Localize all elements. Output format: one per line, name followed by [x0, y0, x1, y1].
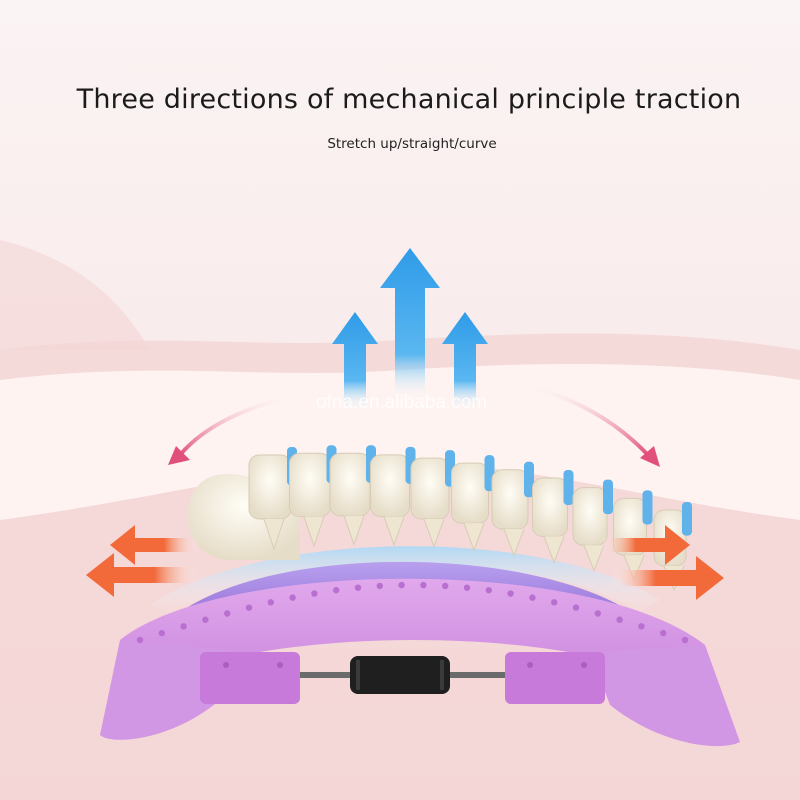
traction-glow	[150, 546, 660, 615]
massage-nub	[180, 623, 187, 630]
massage-nub	[551, 599, 558, 606]
vertebra	[329, 452, 371, 517]
massage-nub	[463, 584, 471, 591]
massage-nub	[594, 610, 601, 617]
back-silhouette-light	[0, 364, 800, 520]
spinal-disc	[642, 490, 653, 525]
vertebra-process	[583, 545, 605, 572]
massage-nub	[616, 616, 623, 623]
massage-nub	[202, 616, 209, 623]
vertebra	[410, 457, 450, 520]
vertebra-process	[503, 528, 525, 557]
vertebra-process	[263, 518, 285, 551]
massage-nub	[158, 629, 165, 637]
spinal-disc	[603, 479, 613, 515]
back-stretcher-device	[100, 561, 740, 747]
vertebra-process	[383, 516, 405, 547]
vertebra	[370, 454, 410, 518]
massage-nub	[289, 594, 296, 601]
page-subtitle: Stretch up/straight/curve	[327, 136, 497, 152]
vertebra	[289, 452, 331, 517]
spinal-disc	[563, 469, 574, 506]
spinal-disc	[682, 502, 692, 536]
vertebra-process	[343, 515, 365, 547]
massage-nub	[660, 629, 667, 637]
stretch-up-arrow-icon	[332, 248, 488, 410]
massage-nub	[529, 594, 536, 601]
vertebra	[491, 469, 529, 530]
vertebra-process	[543, 536, 565, 564]
massage-nub	[572, 604, 580, 611]
spine-illustration	[187, 445, 692, 592]
massage-nub	[485, 587, 492, 594]
massage-nub	[376, 582, 383, 590]
massage-nub	[442, 582, 449, 590]
watermark: ofna.en.alibaba.com	[316, 392, 488, 413]
page-title: Three directions of mechanical principle…	[76, 84, 742, 115]
curve-arrow-icon	[168, 383, 660, 467]
massage-nub	[638, 623, 645, 630]
massage-nub	[507, 590, 514, 597]
massage-nub	[681, 636, 689, 644]
massage-nub	[354, 584, 362, 591]
massage-nub	[311, 590, 318, 597]
massage-nub	[267, 599, 274, 606]
vertebra	[451, 462, 489, 524]
massage-nub	[333, 587, 340, 594]
straight-arrow-icon	[86, 525, 724, 600]
massage-nub	[224, 610, 231, 617]
massage-nub	[420, 581, 427, 589]
vertebra-process	[463, 522, 485, 552]
vertebra	[248, 454, 292, 520]
vertebra	[532, 477, 568, 537]
massage-nub	[398, 581, 405, 589]
vertebra-process	[423, 518, 445, 549]
massage-nub	[136, 636, 144, 644]
vertebra	[572, 487, 608, 546]
vertebra-process	[303, 516, 325, 548]
spinal-disc	[524, 461, 534, 498]
massage-nub	[245, 604, 253, 611]
